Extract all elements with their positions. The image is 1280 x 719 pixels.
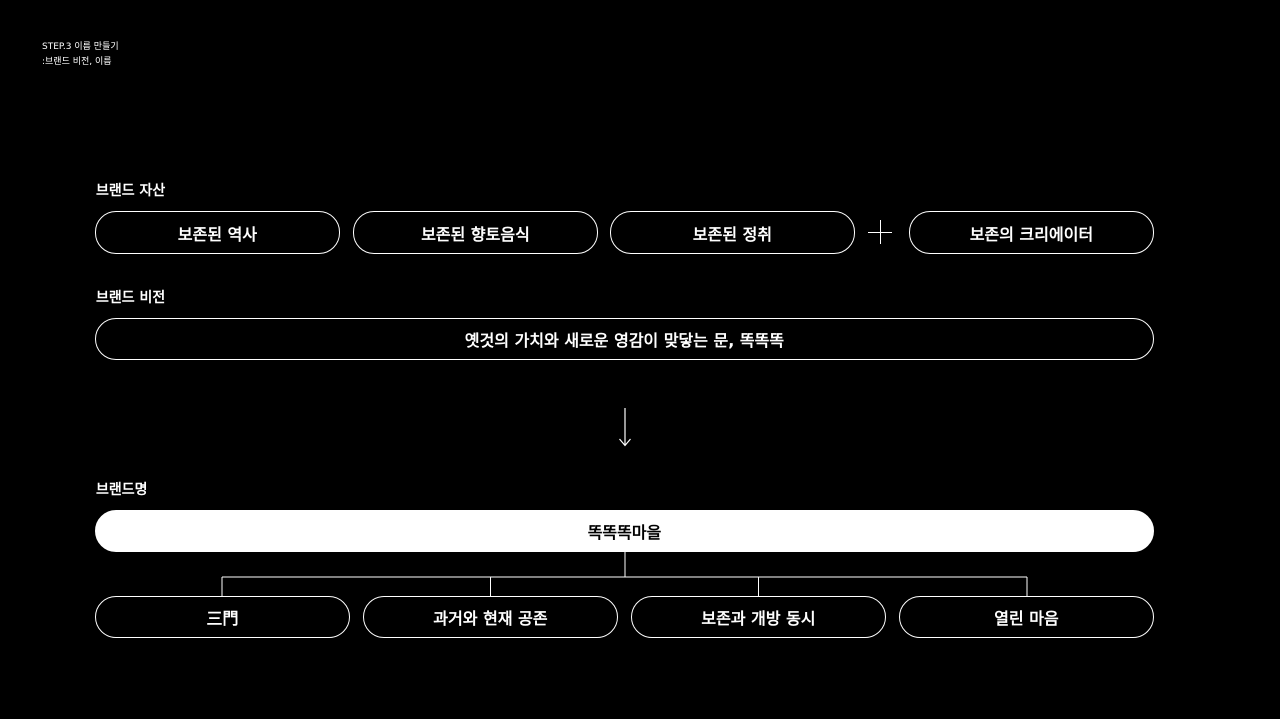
- plus-icon: [868, 220, 892, 244]
- brand-name-label: 브랜드명: [96, 482, 148, 498]
- brand-name-pill: 똑똑똑마을: [95, 510, 1154, 552]
- step-caption: STEP.3 이름 만들기 :브랜드 비전, 이름: [42, 40, 119, 70]
- meaning-pill-three-gates: 三門: [95, 596, 350, 638]
- step-subtitle: :브랜드 비전, 이름: [42, 57, 112, 67]
- brand-vision-pill: 옛것의 가치와 새로운 영감이 맞닿는 문, 똑똑똑: [95, 318, 1154, 360]
- brand-vision-label: 브랜드 비전: [96, 290, 166, 306]
- asset-pill-local-food: 보존된 향토음식: [353, 211, 598, 254]
- arrow-down-icon: [619, 408, 631, 447]
- tree-connector: [221, 551, 1028, 596]
- step-title: STEP.3 이름 만들기: [42, 42, 119, 52]
- asset-pill-creators: 보존의 크리에이터: [909, 211, 1154, 254]
- meaning-pill-preserve-open: 보존과 개방 동시: [631, 596, 886, 638]
- brand-assets-label: 브랜드 자산: [96, 183, 166, 199]
- asset-pill-atmosphere: 보존된 정취: [610, 211, 855, 254]
- meaning-pill-open-mind: 열린 마음: [899, 596, 1154, 638]
- meaning-pill-past-present: 과거와 현재 공존: [363, 596, 618, 638]
- asset-pill-history: 보존된 역사: [95, 211, 340, 254]
